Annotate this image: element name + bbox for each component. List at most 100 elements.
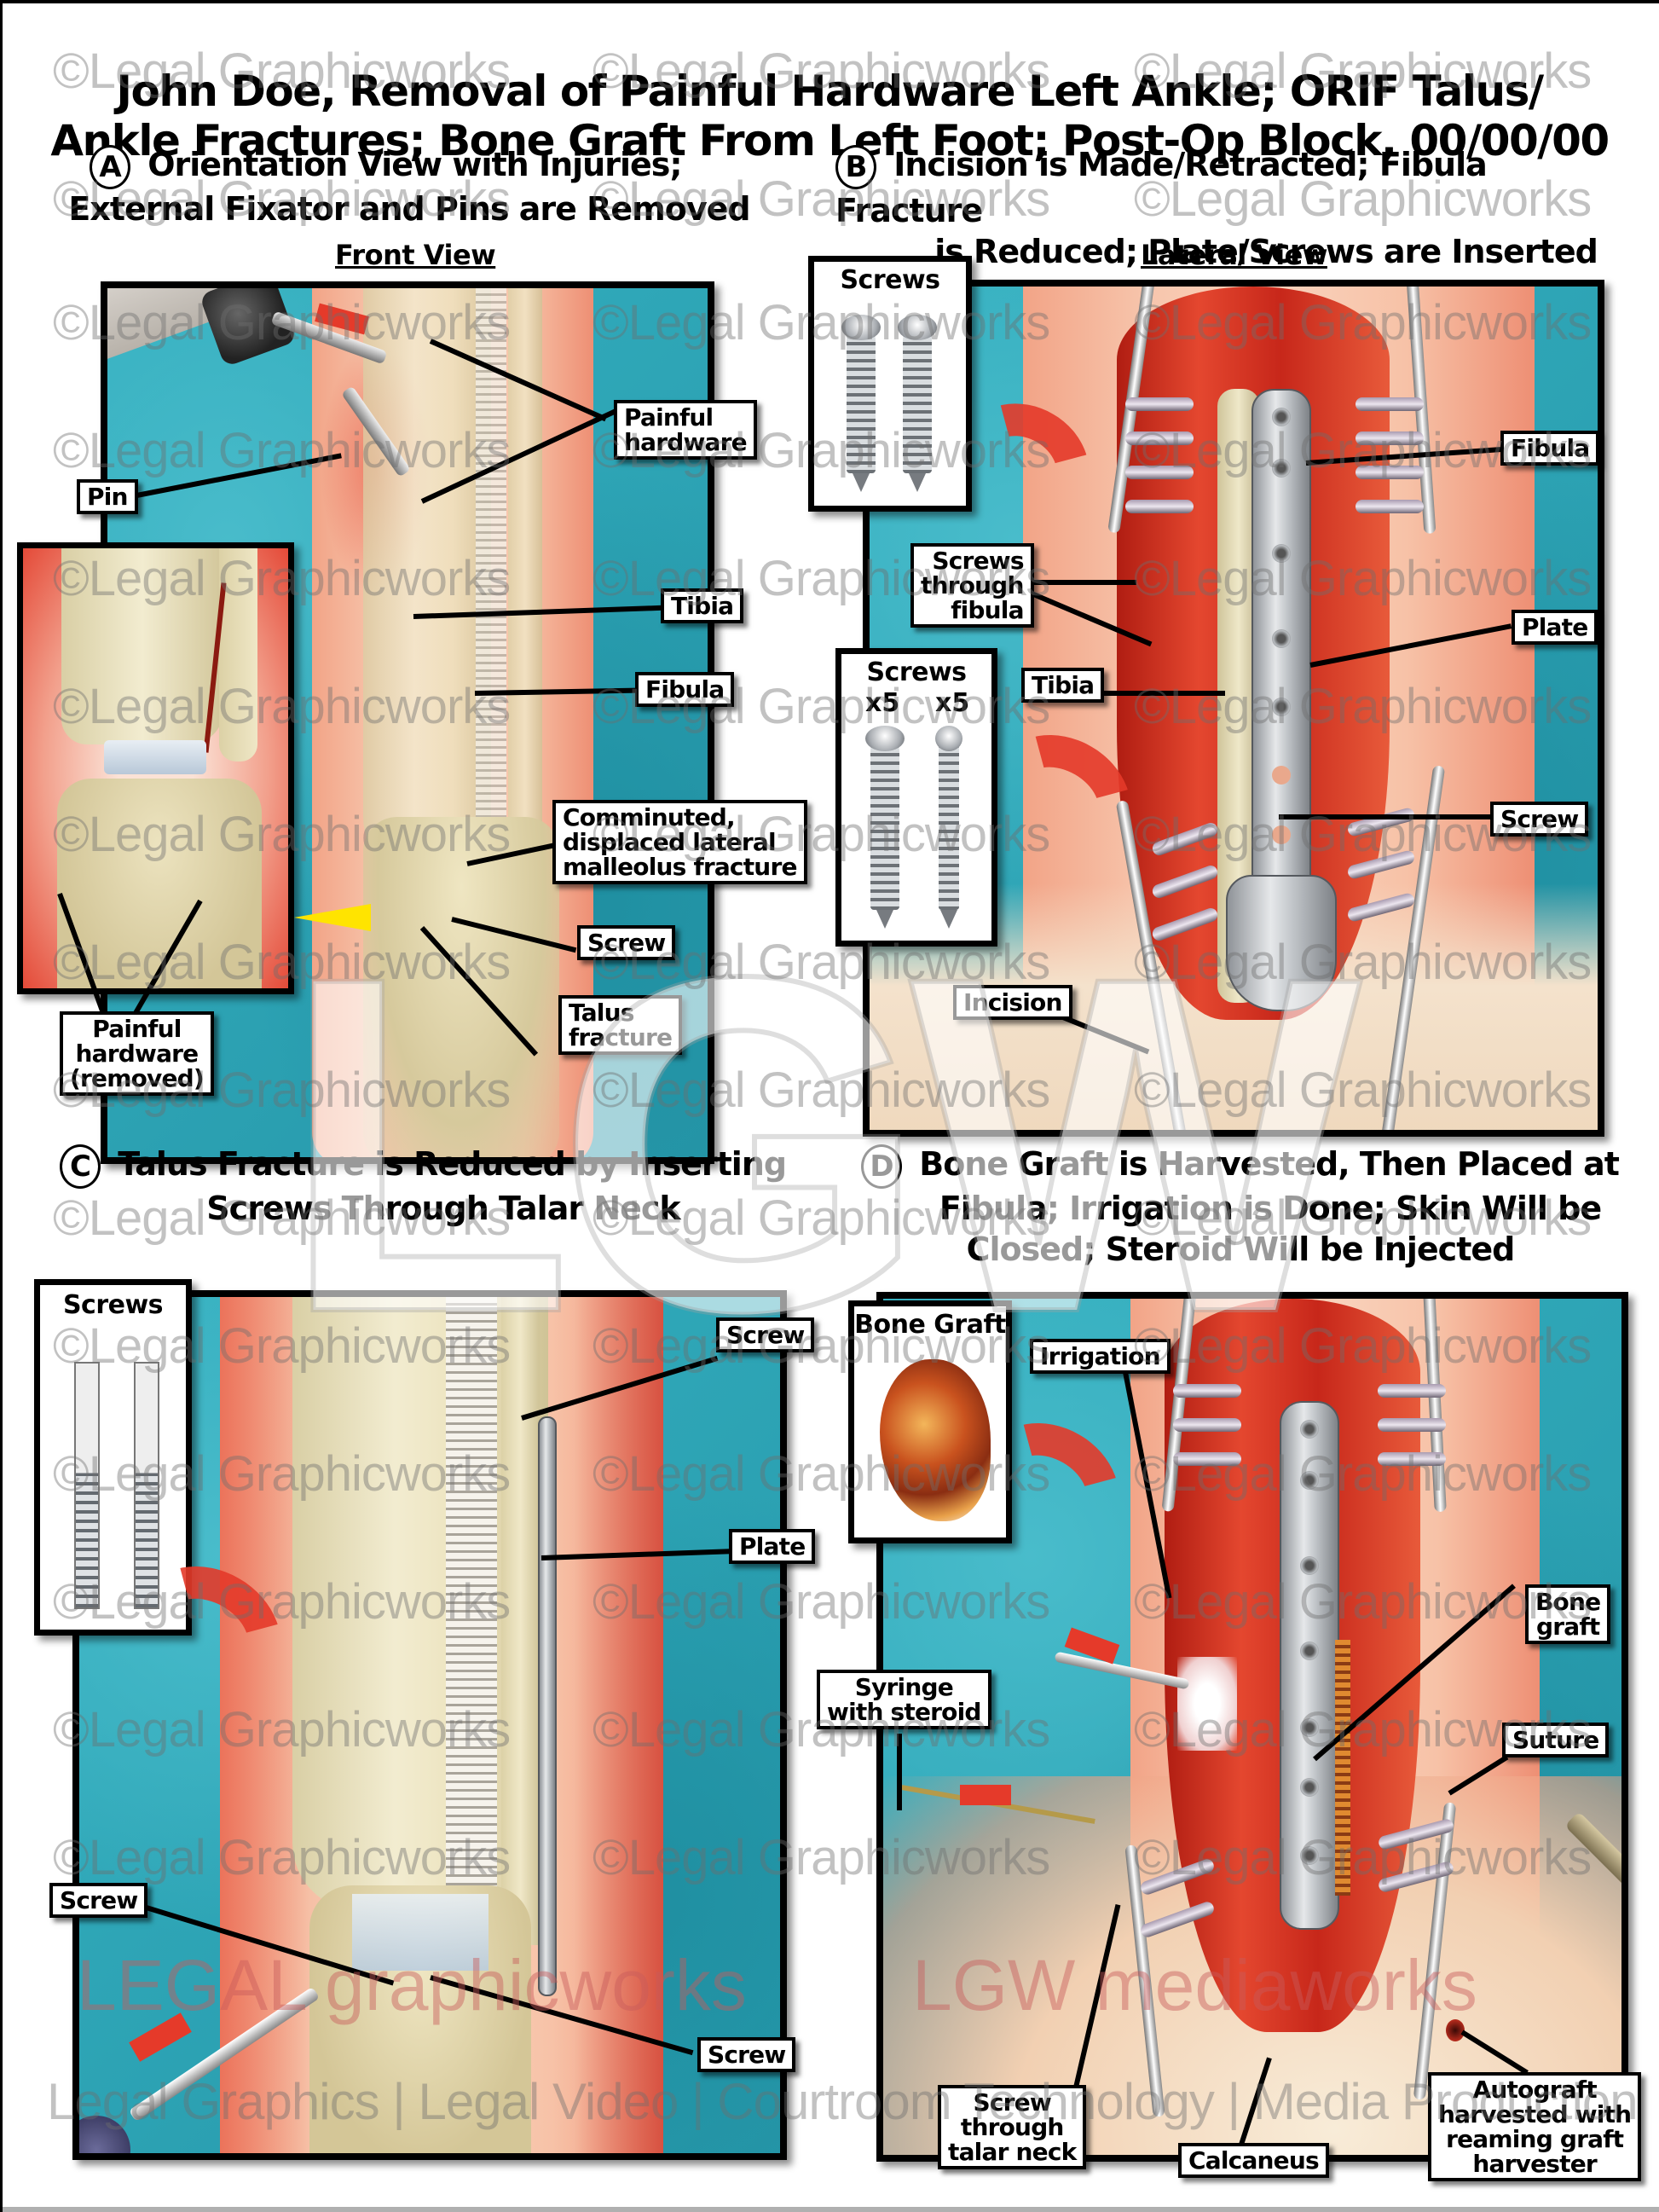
interosseous-membrane xyxy=(446,1297,497,1911)
bone-graft-packed xyxy=(1335,1640,1350,1896)
retractor-tine xyxy=(1173,1418,1241,1432)
label-fibula: Fibula xyxy=(635,672,735,707)
label-screw-a: Screw xyxy=(577,925,676,960)
fibula-plate xyxy=(1251,389,1311,918)
label-line: reaming graft xyxy=(1446,2125,1624,2153)
plate-screw xyxy=(1272,698,1291,716)
label-line: hardware xyxy=(75,1039,199,1068)
label-line: graft xyxy=(1535,1613,1600,1641)
label-screw-c-top: Screw xyxy=(716,1317,815,1352)
bottom-border xyxy=(0,2207,1659,2212)
leader-screws-fibula-1 xyxy=(1026,580,1136,585)
panel-c-badge: C xyxy=(60,1144,101,1189)
retractor-tine xyxy=(1356,500,1424,513)
plate-screw xyxy=(1300,1556,1319,1575)
label-line: fibula xyxy=(951,596,1024,624)
panel-d-heading-line-1: Bone Graft is Harvested, Then Placed at xyxy=(919,1145,1620,1183)
label-bone-graft: Bone graft xyxy=(1525,1584,1611,1644)
label-line: Autograft xyxy=(1472,2076,1597,2104)
inset-foot-bones xyxy=(57,779,262,988)
label-line: Screw xyxy=(973,2088,1052,2116)
label-screw-c-left: Screw xyxy=(49,1883,148,1918)
label-plate-c: Plate xyxy=(729,1529,816,1564)
inset-pointer xyxy=(294,904,371,931)
retractor-tine xyxy=(1125,466,1194,479)
retractor-tine xyxy=(1356,431,1424,445)
retractor-tine xyxy=(1125,500,1194,513)
label-autograft: Autograft harvested with reaming graft h… xyxy=(1428,2072,1642,2181)
left-border xyxy=(0,0,3,2212)
irrigation-fluid xyxy=(1177,1657,1237,1751)
inset-fibula xyxy=(219,548,257,761)
label-screws-through-fibula: Screws through fibula xyxy=(910,543,1034,628)
label-line: through xyxy=(960,2113,1064,2141)
screw-count-right: x5 xyxy=(935,688,970,718)
label-line: Screws xyxy=(932,547,1024,575)
panel-b-illustration xyxy=(863,280,1604,1137)
retractor-tine xyxy=(1173,1452,1241,1466)
harvest-site xyxy=(1446,2019,1465,2041)
panel-a-heading-line-1: Orientation View with Injuries; xyxy=(147,146,682,183)
label-painful-hardware-removed: Painful hardware (removed) xyxy=(60,1011,214,1096)
panel-a-ankle-inset xyxy=(17,542,294,994)
label-incision: Incision xyxy=(953,985,1072,1020)
panel-a-heading-line-2: External Fixator and Pins are Removed xyxy=(68,189,750,228)
panel-d-badge: D xyxy=(861,1144,902,1189)
label-suture: Suture xyxy=(1502,1723,1610,1757)
inset-tibia xyxy=(61,548,223,744)
panel-c-illustration xyxy=(72,1290,787,2160)
inset-title: Screws xyxy=(62,1290,164,1320)
label-syringe-steroid: Syringe with steroid xyxy=(817,1670,991,1729)
label-screw-b: Screw xyxy=(1490,802,1589,837)
fibula-plate xyxy=(538,1416,557,1996)
tibia-bone xyxy=(363,288,491,885)
cortical-screw-icon xyxy=(898,315,937,473)
label-fibula-b: Fibula xyxy=(1500,431,1600,466)
plate-screw xyxy=(1300,1420,1319,1439)
panel-d-heading-line-3: Closed; Steroid Will be Injected xyxy=(966,1230,1516,1268)
label-screw-c-right: Screw xyxy=(697,2037,796,2072)
panel-c-screws-inset: Screws xyxy=(34,1279,192,1636)
label-line: Bone xyxy=(1535,1588,1601,1616)
retractor-tine xyxy=(1378,1418,1446,1432)
panel-c-heading: C Talus Fracture is Reduced by Inserting… xyxy=(51,1143,801,1230)
panel-b-heading-line-2: is Reduced; Plate/Screws are Inserted xyxy=(934,232,1598,270)
label-line: Painful xyxy=(92,1015,182,1043)
label-line: with steroid xyxy=(827,1698,981,1726)
plate-screw xyxy=(1300,1642,1319,1660)
plate-screw xyxy=(1272,544,1291,563)
panel-c-heading-line-1: Talus Fracture is Reduced by Inserting xyxy=(118,1145,787,1183)
inset-title: Screws xyxy=(840,265,940,295)
inset-title: Screws xyxy=(866,657,967,687)
plate-screw xyxy=(1272,459,1291,478)
panel-b-badge: B xyxy=(835,144,876,189)
retractor-tine xyxy=(1356,466,1424,479)
plate-hole-empty xyxy=(1272,766,1291,785)
label-line: harvested with xyxy=(1438,2100,1632,2128)
label-line: displaced lateral xyxy=(563,828,777,856)
leader-tibia-b xyxy=(1097,691,1225,696)
leader-screw-b xyxy=(1279,814,1492,819)
plate-screw xyxy=(1272,408,1291,426)
panel-a-badge: A xyxy=(90,144,130,189)
label-line: Painful xyxy=(624,403,714,431)
panel-c-heading-line-2: Screws Through Talar Neck xyxy=(206,1189,680,1227)
retractor-tine xyxy=(1356,397,1424,411)
panel-d-illustration xyxy=(876,1292,1628,2162)
panel-d-bone-graft-inset: Bone Graft xyxy=(848,1300,1012,1543)
panel-b-heading: B Incision is Made/Retracted; Fibula Fra… xyxy=(827,143,1628,273)
label-tibia-b: Tibia xyxy=(1021,668,1105,703)
inset-talus-screw xyxy=(104,740,206,774)
panel-b-view-label: Lateral View xyxy=(1141,239,1327,271)
plate-distal-flare xyxy=(1226,875,1337,1011)
label-plate-b: Plate xyxy=(1512,610,1598,645)
label-line: fracture xyxy=(569,1023,673,1051)
fibula-plate xyxy=(1280,1401,1339,1930)
panel-a-view-label: Front View xyxy=(335,239,496,271)
retractor-tine xyxy=(1125,431,1194,445)
plate-screw xyxy=(1300,1471,1319,1490)
label-line: malleolus fracture xyxy=(563,853,797,881)
retractor-tine xyxy=(1173,1384,1241,1398)
label-lateral-malleolus-fracture: Comminuted, displaced lateral malleolus … xyxy=(552,800,807,884)
cortical-screw-icon xyxy=(865,726,905,910)
